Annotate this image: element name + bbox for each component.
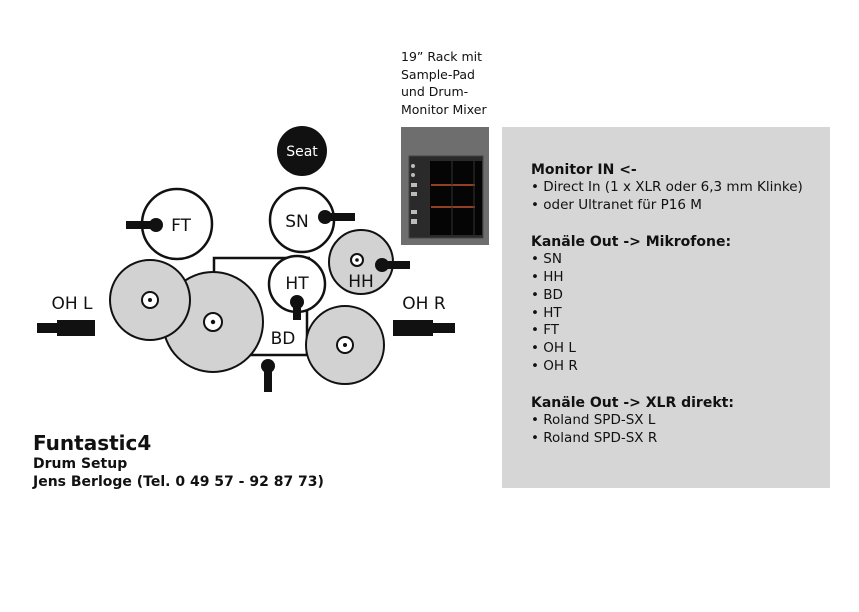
list-item: OH L (531, 340, 803, 358)
band-title: Funtastic4 (33, 431, 152, 455)
hihat: HH (328, 229, 394, 295)
list-item: Roland SPD-SX R (531, 430, 803, 448)
cymbal-oh-right (305, 305, 385, 385)
mic-oh-right-icon (393, 320, 455, 336)
hh-label: HH (348, 272, 374, 292)
mic-ht-icon (290, 295, 304, 320)
section-list: SN HH BD HT FT OH L OH R (531, 251, 803, 376)
ht-label: HT (285, 274, 309, 294)
rack-caption: 19” Rack mit Sample-Pad und Drum- Monito… (401, 48, 511, 118)
list-item: BD (531, 287, 803, 305)
list-item: HT (531, 305, 803, 323)
oh-right-label: OH R (402, 294, 446, 314)
section-list: Direct In (1 x XLR oder 6,3 mm Klinke) o… (531, 179, 803, 215)
section-heading: Kanäle Out -> XLR direkt: (531, 395, 734, 412)
mic-hh-icon (375, 258, 410, 272)
list-item: FT (531, 322, 803, 340)
mic-ft-icon (126, 218, 163, 232)
contact: Jens Berloge (Tel. 0 49 57 - 92 87 73) (33, 474, 324, 490)
section-list: Roland SPD-SX L Roland SPD-SX R (531, 412, 803, 448)
rack-caption-line: 19” Rack mit (401, 49, 483, 64)
mic-sn-icon (318, 210, 355, 224)
bd-label: BD (271, 329, 296, 349)
mic-bd-icon (261, 359, 275, 392)
list-item: HH (531, 269, 803, 287)
subtitle: Drum Setup (33, 456, 128, 472)
mic-oh-left-icon (37, 320, 95, 336)
ft-label: FT (171, 216, 191, 236)
list-item: OH R (531, 358, 803, 376)
footer: Funtastic4 Drum Setup Jens Berloge (Tel.… (33, 431, 324, 491)
rack-caption-line: Sample-Pad (401, 66, 475, 82)
list-item: oder Ultranet für P16 M (531, 197, 803, 215)
rack-caption-line: und Drum- (401, 84, 469, 99)
sn-label: SN (285, 212, 309, 232)
info-panel: Monitor IN <- Direct In (1 x XLR oder 6,… (502, 127, 830, 488)
high-tom: HT (267, 254, 327, 314)
list-item: Direct In (1 x XLR oder 6,3 mm Klinke) (531, 179, 803, 197)
seat: Seat (277, 126, 327, 176)
cymbal-oh-left (109, 259, 191, 341)
list-item: Roland SPD-SX L (531, 412, 803, 430)
section-heading: Monitor IN <- (531, 162, 637, 178)
rack-caption-line: Monitor Mixer (401, 101, 487, 117)
oh-left-label: OH L (51, 294, 93, 314)
section-heading: Kanäle Out -> Mikrofone: (531, 233, 732, 250)
sample-pad-image (401, 127, 489, 245)
list-item: SN (531, 251, 803, 269)
seat-label: Seat (286, 144, 318, 160)
